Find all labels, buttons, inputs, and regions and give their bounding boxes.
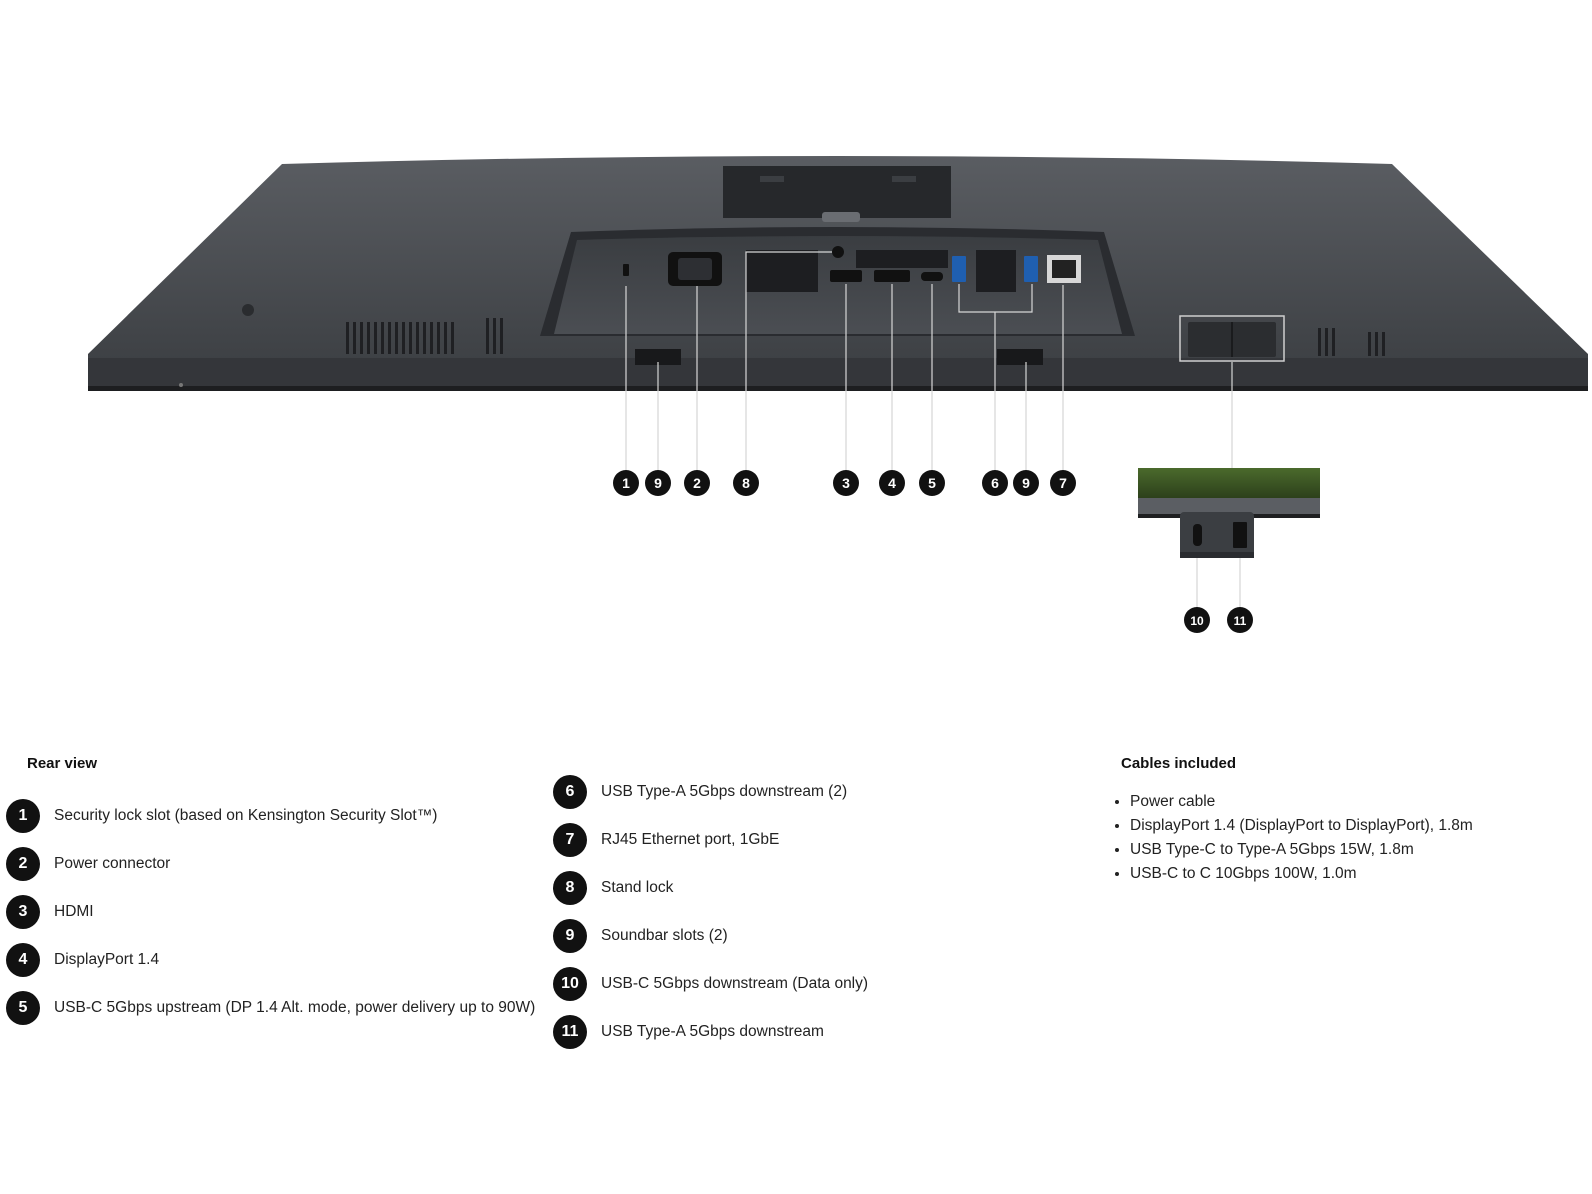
usb-a-port-icon-1	[952, 256, 966, 282]
leader-lines	[625, 251, 1241, 608]
cable-item: Power cable	[1130, 790, 1473, 814]
legend-label: Stand lock	[601, 879, 674, 896]
legend-badge: 7	[553, 823, 587, 857]
callout-label: 4	[888, 475, 896, 491]
callout-label: 5	[928, 475, 936, 491]
stand-mount	[723, 166, 951, 218]
callouts-main: 1 9 2 8 3 4 5 6 9 7	[613, 470, 1076, 496]
callout-badge	[1013, 470, 1039, 496]
legend-badge: 4	[6, 943, 40, 977]
callout-badge	[879, 470, 905, 496]
legend-label: HDMI	[54, 903, 94, 920]
io-panel	[540, 227, 1135, 336]
callout-badge	[733, 470, 759, 496]
legend-label: USB Type-A 5Gbps downstream (2)	[601, 783, 848, 800]
cable-item: DisplayPort 1.4 (DisplayPort to DisplayP…	[1130, 814, 1473, 838]
soundbar-slot-right	[997, 349, 1043, 365]
callout-badge	[1184, 607, 1210, 633]
legend-label: USB-C 5Gbps upstream (DP 1.4 Alt. mode, …	[54, 999, 536, 1016]
callout-label: 1	[622, 475, 630, 491]
legend-item: 1 Security lock slot (based on Kensingto…	[6, 799, 437, 833]
quick-access-outline	[1179, 315, 1285, 362]
usb-c-port-icon	[921, 272, 943, 281]
legend-badge: 9	[553, 919, 587, 953]
legend-item: 11 USB Type-A 5Gbps downstream	[553, 1015, 824, 1049]
legend-item: 3 HDMI	[6, 895, 94, 929]
legend-badge: 10	[553, 967, 587, 1001]
usb-a-port-icon-2	[1024, 256, 1038, 282]
cables-list: Power cable DisplayPort 1.4 (DisplayPort…	[1110, 790, 1473, 886]
legend-label: USB Type-A 5Gbps downstream	[601, 1023, 824, 1040]
legend-badge: 6	[553, 775, 587, 809]
callout-label: 8	[742, 475, 750, 491]
callout-label: 11	[1234, 614, 1247, 628]
stand-lock-icon	[832, 246, 844, 258]
legend-label: RJ45 Ethernet port, 1GbE	[601, 831, 780, 848]
legend-item: 2 Power connector	[6, 847, 170, 881]
callout-badge	[833, 470, 859, 496]
rear-view-heading: Rear view	[27, 755, 98, 772]
legend-item: 9 Soundbar slots (2)	[553, 919, 728, 953]
legend-item: 7 RJ45 Ethernet port, 1GbE	[553, 823, 779, 857]
callout-badge	[613, 470, 639, 496]
legend-label: Security lock slot (based on Kensington …	[54, 807, 438, 824]
security-slot-icon	[623, 264, 629, 276]
inset-detail	[1138, 468, 1320, 558]
legend-item: 4 DisplayPort 1.4	[6, 943, 159, 977]
cable-item: USB-C to C 10Gbps 100W, 1.0m	[1130, 862, 1473, 886]
legend-badge: 2	[6, 847, 40, 881]
legend-badge: 5	[6, 991, 40, 1025]
callout-label: 9	[654, 475, 662, 491]
legend-item: 10 USB-C 5Gbps downstream (Data only)	[553, 967, 868, 1001]
callouts-inset: 10 11	[1184, 607, 1253, 633]
callout-label: 2	[693, 475, 701, 491]
soundbar-slot-left	[635, 349, 681, 365]
callout-label: 7	[1059, 475, 1067, 491]
callout-label: 3	[842, 475, 850, 491]
legend-badge: 11	[553, 1015, 587, 1049]
legend-item: 6 USB Type-A 5Gbps downstream (2)	[553, 775, 847, 809]
callout-badge	[1050, 470, 1076, 496]
inset-usb-c-icon	[1193, 524, 1202, 546]
legend-item: 5 USB-C 5Gbps upstream (DP 1.4 Alt. mode…	[6, 991, 535, 1025]
hdmi-port-icon	[830, 270, 862, 282]
callout-badge	[645, 470, 671, 496]
callout-badge	[684, 470, 710, 496]
legend-item: 8 Stand lock	[553, 871, 673, 905]
legend-badge: 1	[6, 799, 40, 833]
inset-usb-a-icon	[1233, 522, 1247, 548]
callout-label: 6	[991, 475, 999, 491]
legend-label: USB-C 5Gbps downstream (Data only)	[601, 975, 869, 992]
callout-badge	[1227, 607, 1253, 633]
legend-badge: 8	[553, 871, 587, 905]
legend-label: Soundbar slots (2)	[601, 927, 728, 944]
legend-label: Power connector	[54, 855, 171, 872]
cables-heading: Cables included	[1121, 755, 1237, 772]
callout-badge	[982, 470, 1008, 496]
vent-left	[346, 318, 503, 354]
legend-badge: 3	[6, 895, 40, 929]
cable-item: USB Type-C to Type-A 5Gbps 15W, 1.8m	[1130, 838, 1473, 862]
displayport-icon	[874, 270, 910, 282]
callout-label: 10	[1190, 614, 1204, 628]
callout-badge	[919, 470, 945, 496]
monitor-rear-diagram: 1 9 2 8 3 4 5 6 9 7 10 11	[88, 156, 1588, 633]
vent-right	[1318, 328, 1385, 356]
callout-label: 9	[1022, 475, 1030, 491]
legend-label: DisplayPort 1.4	[54, 951, 160, 968]
joystick-icon	[242, 304, 254, 316]
